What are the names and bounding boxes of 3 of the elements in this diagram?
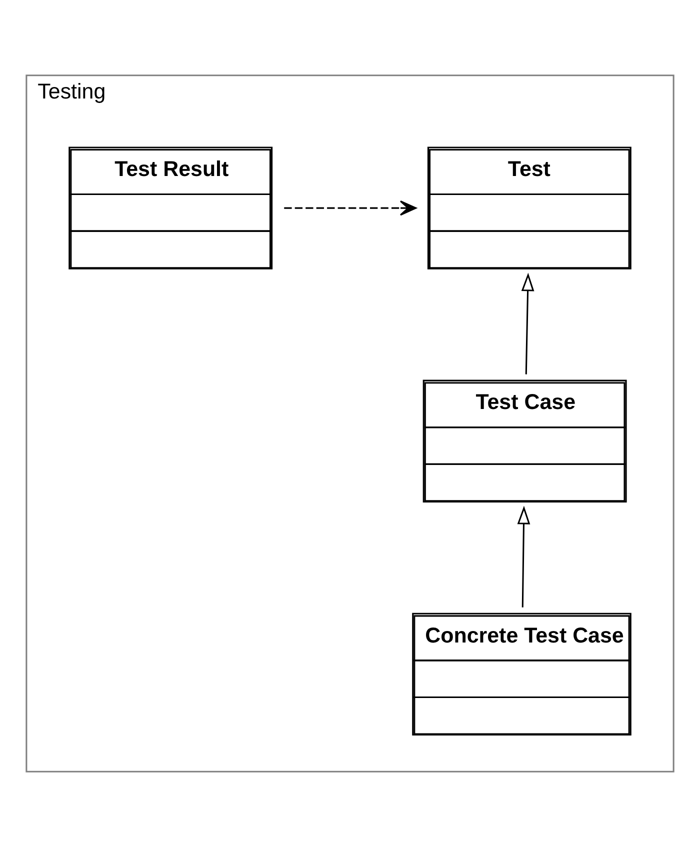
arrow	[521, 272, 534, 374]
arrow	[284, 200, 417, 216]
arrow	[517, 505, 530, 607]
